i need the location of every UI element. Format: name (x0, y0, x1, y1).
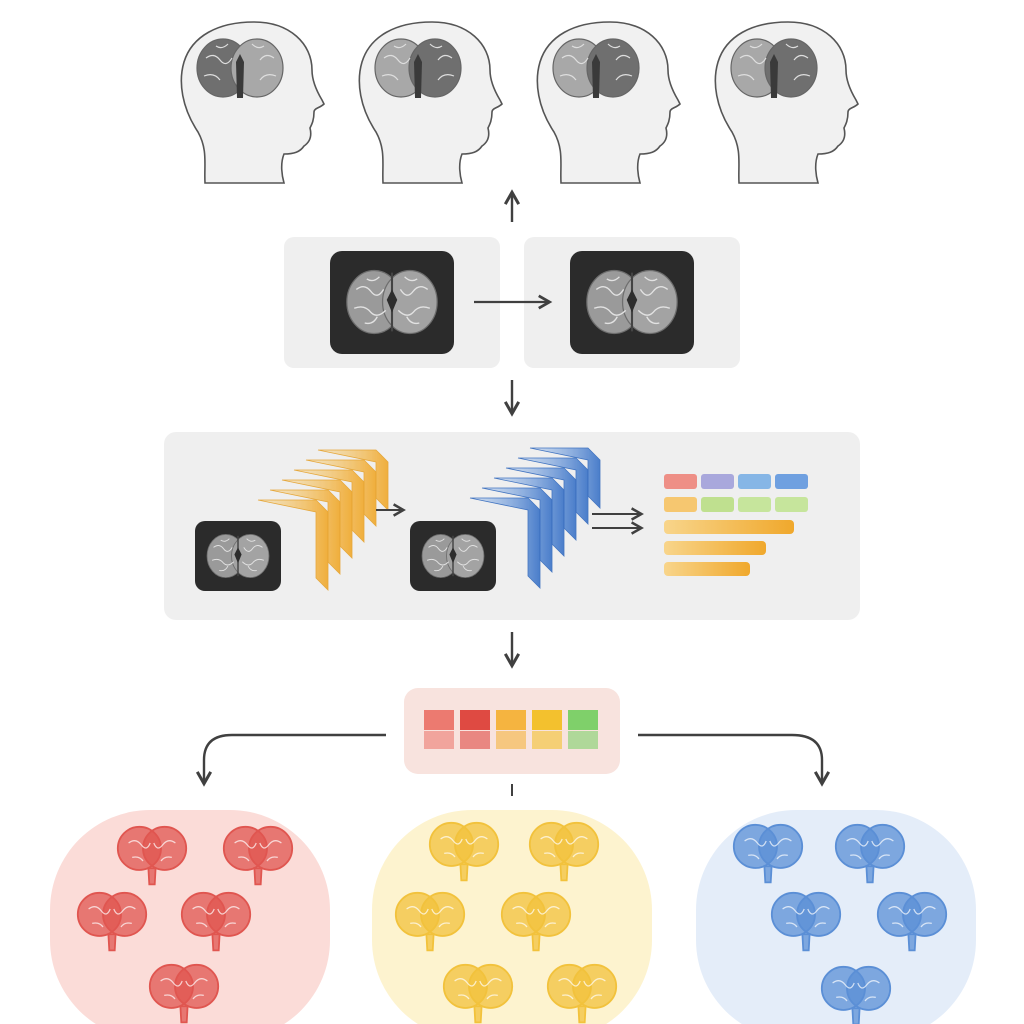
clusters-row (50, 810, 976, 1024)
feature-cell (738, 497, 771, 512)
feature-cell (775, 474, 808, 489)
arrow-right-branch (638, 733, 831, 787)
feature-cell (664, 474, 697, 489)
brain-icon (876, 891, 948, 952)
feature-cell (775, 497, 808, 512)
cluster-group (696, 810, 976, 1024)
head-profile-with-brain-icon (358, 21, 503, 184)
score-cell (460, 710, 490, 730)
arrow-left-branch (195, 733, 386, 787)
head-profile-with-brain-icon (180, 21, 325, 184)
feature-cell (738, 474, 771, 489)
brain-mri-scan-icon (195, 521, 281, 591)
brain-mri-scan-icon (330, 251, 454, 354)
feature-bar (664, 562, 750, 576)
feature-vector-grid (664, 474, 808, 576)
score-cell (568, 710, 598, 730)
feature-cell (701, 497, 734, 512)
brain-icon (820, 965, 892, 1024)
brain-icon (732, 823, 804, 884)
score-cell (424, 710, 454, 730)
cluster-group (372, 810, 652, 1024)
feature-bar (664, 541, 766, 555)
head-profile-with-brain-icon (714, 21, 859, 184)
brain-icon (834, 823, 906, 884)
score-bar (404, 688, 620, 774)
brain-icon (770, 891, 842, 952)
brain-icon (76, 891, 148, 952)
brain-icon (500, 891, 572, 952)
feature-panel (164, 432, 860, 620)
brain-icon (428, 821, 500, 882)
brain-icon (546, 963, 618, 1024)
score-cell (532, 710, 562, 730)
feature-cell (664, 497, 697, 512)
brain-icon (116, 825, 188, 886)
brain-icon (442, 963, 514, 1024)
brain-icon (148, 963, 220, 1024)
brain-icon (180, 891, 252, 952)
scan-panel (284, 237, 740, 368)
brain-mri-scan-icon (570, 251, 694, 354)
cluster-group (50, 810, 330, 1024)
brain-mri-scan-icon (410, 521, 496, 591)
score-cell (496, 710, 526, 730)
head-profile-with-brain-icon (536, 21, 681, 184)
feature-cell (701, 474, 734, 489)
feature-bar (664, 520, 794, 534)
brain-icon (394, 891, 466, 952)
brain-icon (528, 821, 600, 882)
brain-icon (222, 825, 294, 886)
heads-row (180, 21, 859, 184)
encoder-layers-blue-icon (469, 447, 601, 589)
encoder-layers-yellow-icon (257, 449, 389, 591)
